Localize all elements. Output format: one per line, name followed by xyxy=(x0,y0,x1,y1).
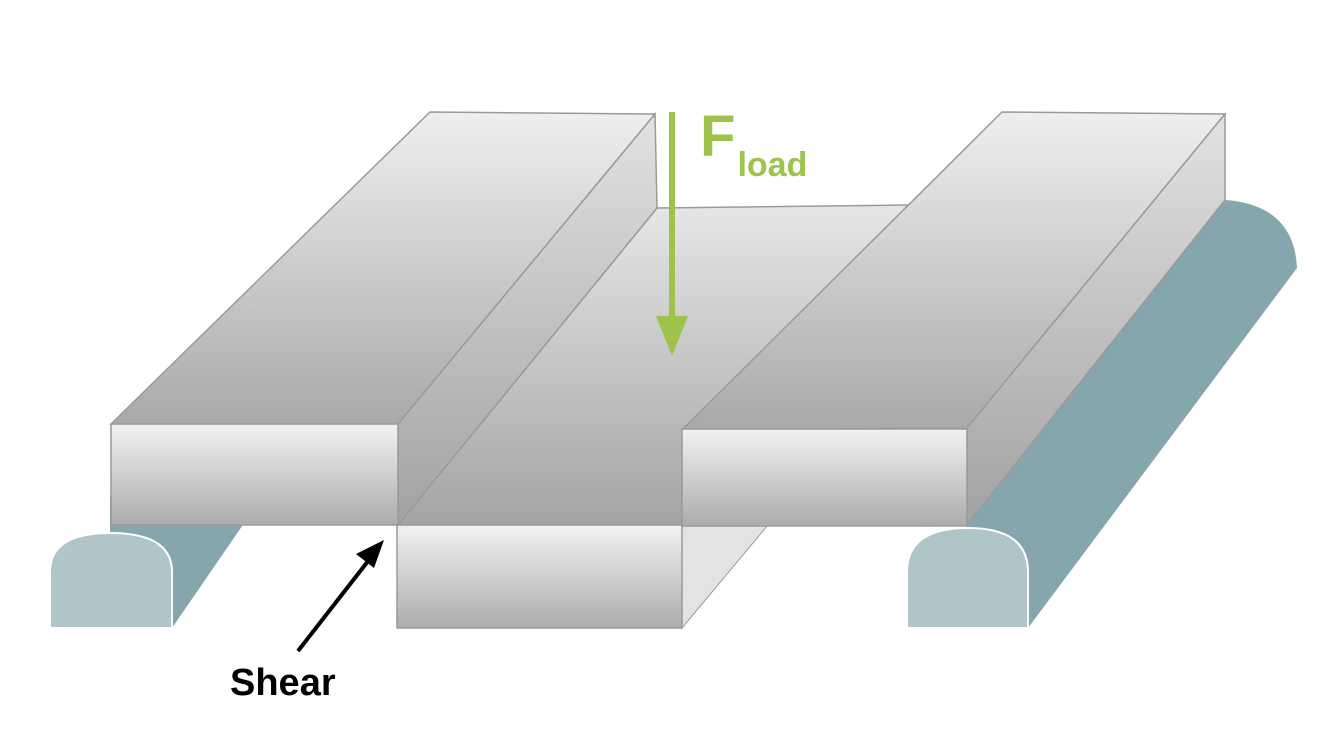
left-block xyxy=(109,111,658,528)
load-arrow xyxy=(656,112,688,356)
force-label-main: F xyxy=(700,104,736,169)
force-label-subscript: load xyxy=(737,146,808,184)
middle-beam xyxy=(396,204,910,630)
left-support xyxy=(49,495,260,629)
shear-arrow xyxy=(296,540,384,653)
right-support xyxy=(906,200,1297,629)
right-block xyxy=(680,111,1227,528)
force-label: Fload xyxy=(700,108,807,183)
shear-label: Shear xyxy=(230,662,336,704)
